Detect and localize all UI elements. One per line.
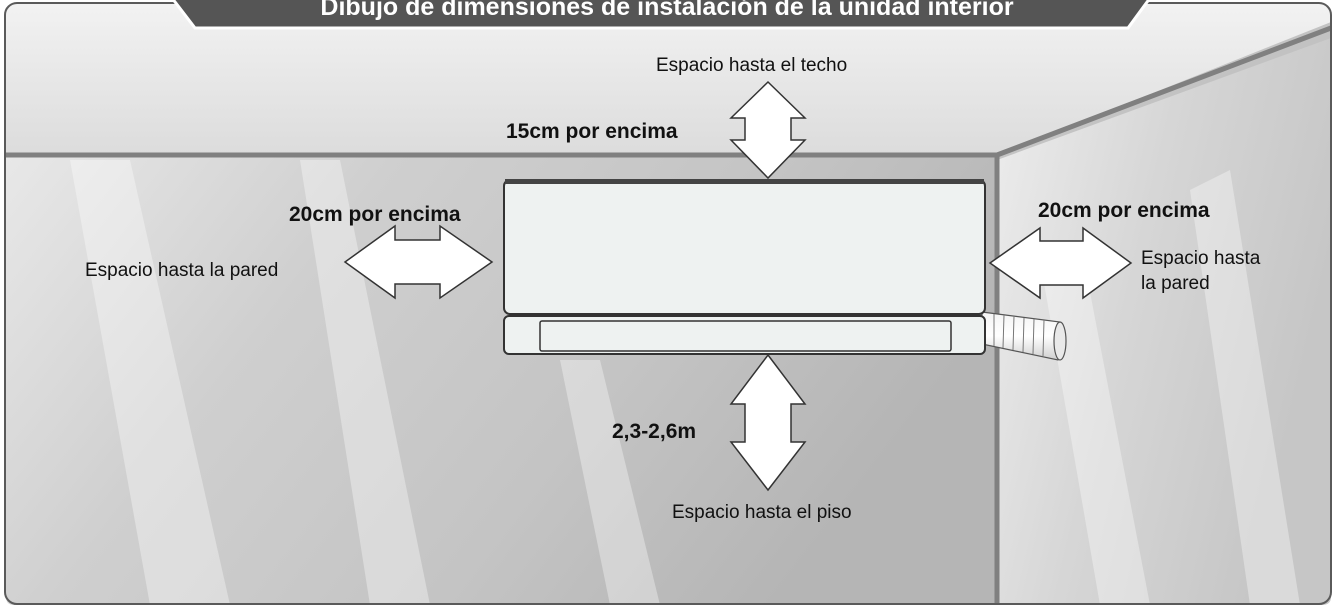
unit-louver	[539, 320, 952, 352]
arrows	[343, 80, 1133, 492]
side-wall	[997, 38, 1331, 605]
bottom-double-arrow	[729, 353, 807, 492]
left-distance-label: 20cm por encima	[289, 203, 461, 226]
top-double-arrow	[729, 80, 807, 180]
bottom-space-label: Espacio hasta el piso	[672, 502, 852, 523]
right-double-arrow	[988, 226, 1133, 300]
ceiling-edge-right	[996, 25, 1332, 158]
right-space-label-line2: la pared	[1141, 273, 1210, 294]
top-distance-label: 15cm por encima	[506, 120, 678, 143]
unit-top-strip	[505, 179, 984, 184]
pipe	[981, 311, 1067, 361]
left-double-arrow	[343, 224, 494, 300]
labels: Espacio hasta el techo 15cm por encima 2…	[85, 55, 1261, 523]
wall-shading	[70, 160, 1300, 605]
unit-body	[503, 179, 986, 315]
top-space-label: Espacio hasta el techo	[656, 55, 847, 76]
left-space-label: Espacio hasta la pared	[85, 260, 278, 281]
bottom-distance-label: 2,3-2,6m	[612, 420, 696, 443]
diagram-title: Dibujo de dimensiones de instalación de …	[320, 0, 1013, 21]
indoor-unit	[503, 179, 986, 355]
right-space-label-line1: Espacio hasta	[1141, 248, 1261, 269]
ceiling-surface	[6, 4, 1331, 155]
right-distance-label: 20cm por encima	[1038, 199, 1210, 222]
title-band: Dibujo de dimensiones de instalación de …	[171, 0, 1151, 30]
